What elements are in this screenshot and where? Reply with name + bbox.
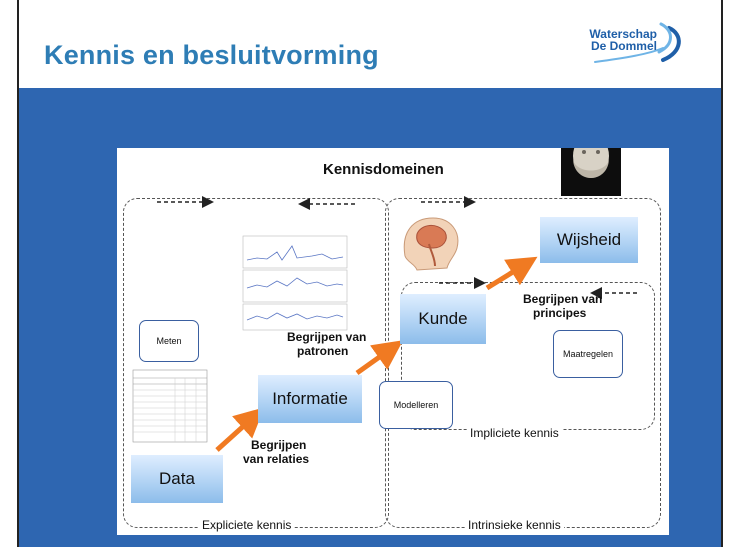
label-patronen-2: patronen xyxy=(297,344,349,358)
waterschap-logo: Waterschap De Dommel xyxy=(565,18,685,68)
activity-modelleren: Modelleren xyxy=(379,381,453,429)
logo-swoosh-icon xyxy=(594,22,681,63)
activity-maatregelen: Maatregelen xyxy=(553,330,623,378)
stage-wijsheid: Wijsheid xyxy=(540,217,638,263)
label-patronen-1: Begrijpen van xyxy=(287,330,367,344)
label-principes-2: principes xyxy=(533,306,587,320)
data-table-illustration xyxy=(132,369,208,443)
label-expliciete-kennis: Expliciete kennis xyxy=(199,518,295,532)
label-relaties-2: van relaties xyxy=(243,452,310,466)
orange-arrow-kunde-wijsheid xyxy=(485,256,538,291)
label-principes-1: Begrijpen van xyxy=(523,292,603,306)
slide-title: Kennis en besluitvorming xyxy=(44,40,379,70)
stage-data: Data xyxy=(131,455,223,503)
activity-meten: Meten xyxy=(139,320,199,362)
philosopher-bust-icon xyxy=(561,148,621,196)
slide-header xyxy=(19,0,721,88)
logo-line1: Waterschap xyxy=(589,27,657,41)
slide-frame xyxy=(17,0,723,547)
diagram-title: Kennisdomeinen xyxy=(323,161,444,178)
logo-line2: De Dommel xyxy=(590,39,657,53)
orange-arrow-data-informatie xyxy=(215,407,265,452)
stage-informatie: Informatie xyxy=(258,375,362,423)
stage-kunde: Kunde xyxy=(400,294,486,344)
label-relaties-1: Begrijpen xyxy=(251,438,307,452)
orange-arrow-informatie-kunde xyxy=(355,340,404,376)
label-intrinsieke-kennis: Intrinsieke kennis xyxy=(465,518,564,532)
knowledge-diagram: Kennisdomeinen xyxy=(117,148,669,535)
data-plot-illustration xyxy=(242,235,348,331)
brain-head-icon xyxy=(403,217,459,271)
label-impliciete-kennis: Impliciete kennis xyxy=(467,426,562,440)
flow-arrows xyxy=(132,148,637,452)
